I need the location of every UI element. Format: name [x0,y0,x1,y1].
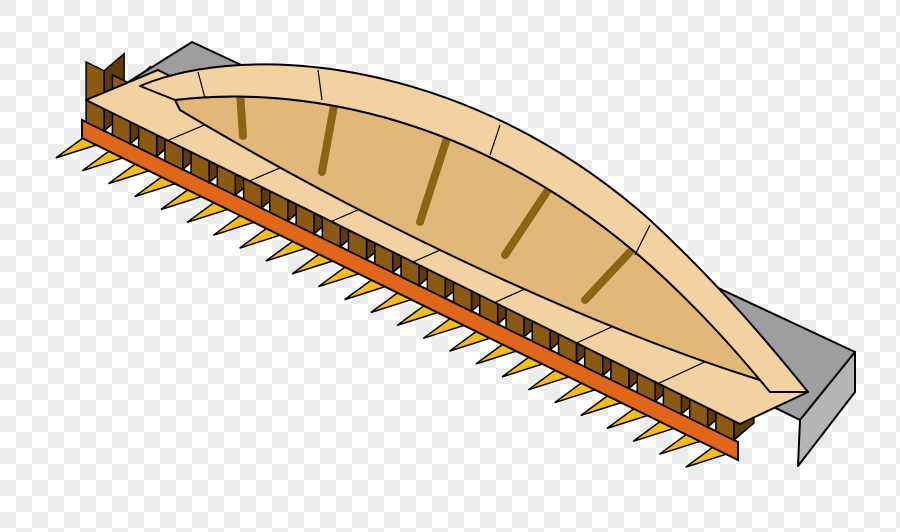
arch-hanger [318,96,339,176]
timber-arch [139,63,809,393]
deck-right-end [797,351,856,467]
arch-hanger [236,88,247,140]
foundation-band [81,118,739,462]
arch-hangers [236,88,634,304]
arch-joint [197,71,206,99]
arch-joint [489,124,501,156]
orange-foundation-band [81,118,739,462]
arch-hanger [501,186,552,259]
arch-hanger [581,248,634,304]
arch-joints [197,69,651,256]
arch-joint [317,69,323,101]
arch-joint [634,224,651,256]
arch-hanger [416,131,452,226]
